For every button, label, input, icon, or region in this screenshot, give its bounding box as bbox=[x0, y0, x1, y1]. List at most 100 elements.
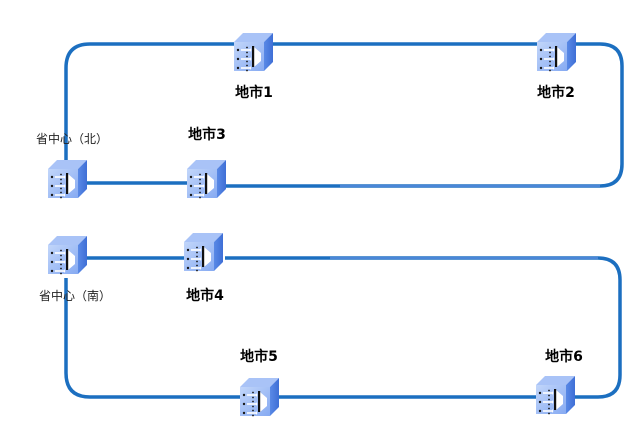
device-dot bbox=[60, 182, 62, 185]
device-dot bbox=[60, 191, 62, 194]
device-arrowhead bbox=[250, 66, 252, 70]
device-dot bbox=[60, 178, 62, 181]
label-city-6: 地市6 bbox=[545, 349, 583, 365]
device-prism bbox=[557, 47, 564, 67]
device-side-face bbox=[567, 33, 576, 71]
ring-south bbox=[64, 256, 622, 399]
device-bar bbox=[258, 391, 261, 412]
device-dot bbox=[199, 178, 201, 181]
device-city-5-icon[interactable] bbox=[240, 378, 279, 417]
device-dot bbox=[186, 248, 190, 252]
device-dot bbox=[60, 267, 62, 270]
device-dot bbox=[186, 257, 190, 261]
device-dot bbox=[50, 269, 54, 273]
device-dot bbox=[50, 193, 54, 197]
device-dot bbox=[549, 60, 551, 63]
device-side-face bbox=[264, 33, 273, 71]
device-side-face bbox=[270, 378, 279, 416]
device-dot bbox=[246, 69, 248, 72]
device-dot bbox=[60, 196, 62, 199]
device-arrowhead bbox=[200, 248, 202, 252]
device-dot bbox=[252, 414, 254, 417]
link-city-4-city-6 bbox=[225, 256, 622, 399]
device-dot bbox=[252, 409, 254, 412]
device-city-4-icon[interactable] bbox=[184, 233, 223, 272]
device-dot bbox=[199, 196, 201, 199]
device-dot bbox=[549, 51, 551, 54]
device-arrowhead bbox=[64, 260, 66, 264]
device-arrowhead bbox=[203, 175, 205, 179]
device-dot bbox=[60, 249, 62, 252]
device-center-south-icon[interactable] bbox=[48, 236, 87, 275]
device-dot bbox=[539, 66, 543, 70]
device-dot bbox=[549, 46, 551, 49]
device-city-3-icon[interactable] bbox=[187, 160, 226, 199]
device-dot bbox=[549, 55, 551, 58]
device-arrowhead bbox=[256, 402, 258, 406]
device-dot bbox=[60, 173, 62, 176]
device-bar bbox=[252, 46, 255, 67]
device-center-north-icon[interactable] bbox=[48, 160, 87, 199]
device-side-face bbox=[217, 160, 226, 198]
device-dot bbox=[242, 411, 246, 415]
device-arrowhead bbox=[552, 400, 554, 404]
device-dot bbox=[199, 191, 201, 194]
device-arrowhead bbox=[552, 409, 554, 413]
device-city-2-icon[interactable] bbox=[537, 33, 576, 72]
device-dot bbox=[50, 184, 54, 188]
ring-north bbox=[64, 42, 624, 188]
device-prism bbox=[260, 392, 267, 412]
label-city-5: 地市5 bbox=[240, 349, 278, 365]
device-dot bbox=[199, 187, 201, 190]
link-city-5-center-south bbox=[64, 278, 242, 399]
link-city-2-city-3 bbox=[225, 42, 624, 188]
device-dot bbox=[538, 391, 542, 395]
device-top-face bbox=[184, 233, 223, 242]
device-bar bbox=[205, 173, 208, 194]
device-arrowhead bbox=[552, 391, 554, 395]
label-center-north: 省中心（北） bbox=[35, 132, 109, 146]
device-dot bbox=[60, 263, 62, 266]
device-dot bbox=[60, 258, 62, 261]
device-dot bbox=[236, 48, 240, 52]
device-prism bbox=[68, 174, 75, 194]
device-bar bbox=[554, 389, 557, 410]
device-dot bbox=[242, 393, 246, 397]
device-dot bbox=[236, 57, 240, 61]
device-prism bbox=[68, 250, 75, 270]
device-side-face bbox=[78, 160, 87, 198]
device-dot bbox=[548, 398, 550, 401]
device-dot bbox=[50, 260, 54, 264]
device-dot bbox=[196, 264, 198, 267]
device-bar bbox=[66, 173, 69, 194]
device-arrowhead bbox=[250, 57, 252, 61]
device-arrowhead bbox=[256, 393, 258, 397]
device-arrowhead bbox=[200, 266, 202, 270]
device-dot bbox=[246, 46, 248, 49]
device-dot bbox=[246, 55, 248, 58]
device-dot bbox=[538, 400, 542, 404]
device-dot bbox=[199, 182, 201, 185]
device-arrowhead bbox=[64, 251, 66, 255]
label-center-south: 省中心（南） bbox=[38, 289, 112, 303]
device-dot bbox=[548, 394, 550, 397]
device-dot bbox=[252, 396, 254, 399]
device-top-face bbox=[48, 160, 87, 169]
device-city-1-icon[interactable] bbox=[234, 33, 273, 72]
device-dot bbox=[60, 272, 62, 275]
device-arrowhead bbox=[203, 193, 205, 197]
link-center-north-city-1 bbox=[64, 42, 240, 160]
device-dot bbox=[252, 400, 254, 403]
device-top-face bbox=[187, 160, 226, 169]
device-bar bbox=[66, 249, 69, 270]
devices-layer bbox=[48, 33, 576, 417]
device-side-face bbox=[78, 236, 87, 274]
device-top-face bbox=[536, 376, 575, 385]
device-arrowhead bbox=[64, 175, 66, 179]
device-dot bbox=[539, 48, 543, 52]
device-arrowhead bbox=[250, 48, 252, 52]
device-prism bbox=[204, 247, 211, 267]
device-city-6-icon[interactable] bbox=[536, 376, 575, 415]
label-city-2: 地市2 bbox=[537, 85, 575, 101]
device-dot bbox=[548, 403, 550, 406]
